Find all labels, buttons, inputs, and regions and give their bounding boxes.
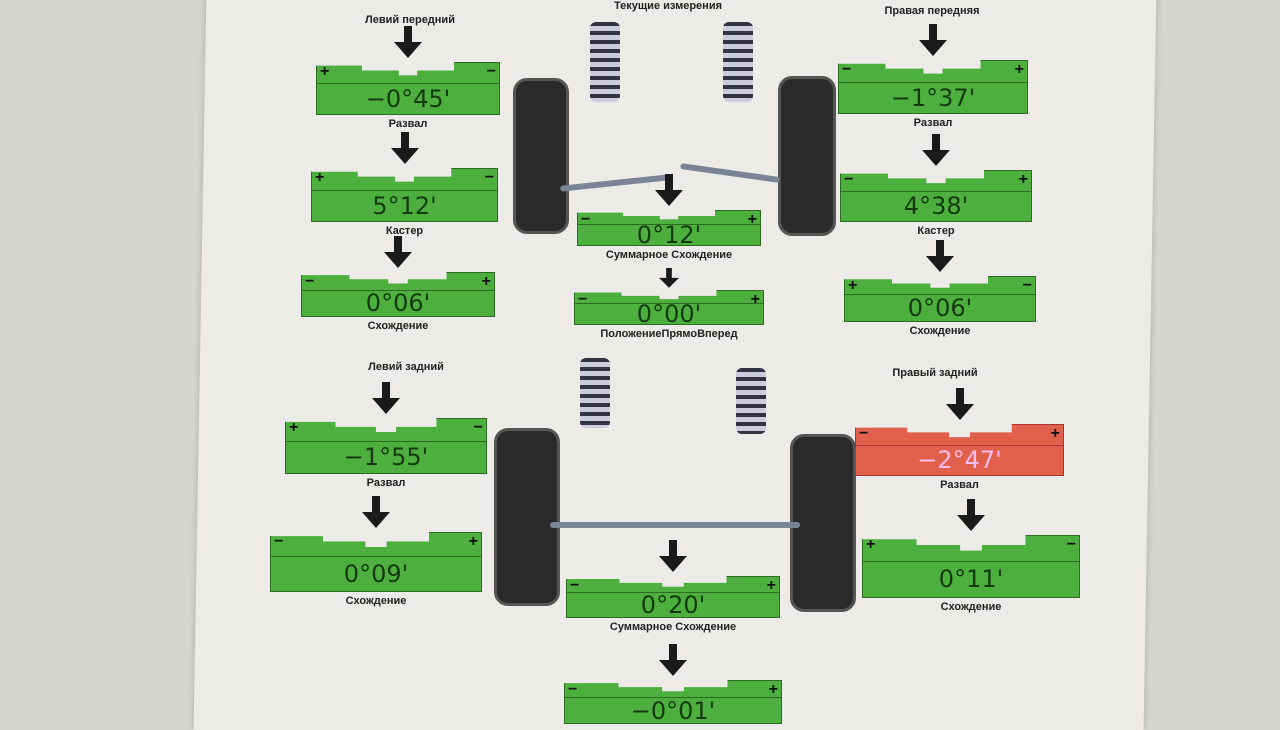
minus-plus-sign-right: + (481, 273, 491, 290)
arrow-down-icon (659, 540, 687, 572)
minus-plus-sign-right: − (1022, 277, 1032, 294)
minus-plus-sign-left: − (578, 291, 588, 308)
gauge-label: Развал (940, 479, 979, 491)
arrow-down-icon (655, 174, 683, 206)
gauge-label: Развал (366, 477, 406, 489)
arrow-down-icon (390, 132, 419, 164)
minus-plus-sign-right: + (1050, 425, 1060, 442)
rf-caster-gauge: − + 4°38' Кастер (840, 134, 1032, 237)
rr-toe-gauge: + − 0°11' Схождение (862, 499, 1080, 613)
front-total-toe-gauge: − + 0°12' Суммарное Схождение (577, 174, 761, 261)
minus-plus-sign-left: − (842, 61, 852, 78)
minus-plus-sign-right: + (750, 291, 760, 308)
rf-camber-gauge: − + −1°37' Развал (838, 24, 1028, 129)
arrow-down-icon (957, 499, 985, 531)
gauge-label: ПоложениеПрямоВперед (600, 328, 738, 340)
gauge-value: 0°09' (270, 556, 482, 592)
arrow-down-icon (384, 236, 412, 268)
minus-plus-sign-right: + (1014, 61, 1024, 78)
minus-plus-sign-left: + (315, 169, 325, 186)
gauge-label: Схождение (940, 601, 1002, 613)
gauge-value: −0°45' (316, 83, 500, 115)
thrust-front-gauge: − + 0°00' ПоложениеПрямоВперед (574, 268, 764, 340)
gauge-label: Схождение (909, 325, 971, 337)
header-left-rear: Левий задний (368, 361, 444, 373)
minus-plus-sign-left: − (568, 681, 578, 698)
header-right-rear: Правый задний (892, 367, 978, 379)
lr-camber-gauge: + − −1°55' Развал (285, 382, 487, 489)
gauge-value: −1°37' (838, 81, 1028, 114)
lf-caster-gauge: + − 5°12' Кастер (311, 132, 498, 237)
gauge-scale (862, 535, 1080, 564)
gauge-value: 0°00' (574, 300, 764, 328)
minus-plus-sign-right: − (484, 169, 494, 186)
minus-plus-sign-right: − (473, 419, 483, 436)
arrow-down-icon (659, 268, 679, 288)
arrow-down-icon (926, 240, 954, 272)
minus-plus-sign-left: + (866, 536, 876, 553)
minus-plus-sign-left: − (570, 577, 580, 594)
arrow-down-icon (945, 388, 974, 420)
minus-plus-sign-right: + (747, 211, 757, 228)
gauge-value: 0°20' (566, 591, 780, 619)
rear-thrust-gauge: − + −0°01' (564, 644, 782, 725)
minus-plus-sign-right: − (1066, 536, 1076, 553)
gauge-label: Суммарное Схождение (609, 621, 737, 633)
minus-plus-sign-left: − (859, 425, 869, 442)
minus-plus-sign-left: + (848, 277, 858, 294)
minus-plus-sign-right: − (486, 63, 496, 80)
arrow-down-icon (362, 496, 390, 528)
front-left-wheel-image (513, 78, 569, 234)
minus-plus-sign-left: − (305, 273, 315, 290)
gauge-label: Кастер (385, 225, 424, 237)
minus-plus-sign-left: − (274, 533, 284, 550)
arrow-down-icon (922, 134, 950, 166)
rear-total-toe-gauge: − + 0°20' Суммарное Схождение (566, 540, 780, 633)
rear-left-wheel-image (494, 428, 560, 606)
gauge-value: 0°06' (844, 294, 1036, 322)
gauge-value: −0°01' (564, 697, 782, 725)
lf-camber-gauge: + − −0°45' Развал (316, 26, 500, 130)
gauge-label: Суммарное Схождение (605, 249, 733, 261)
gauge-value: 0°06' (301, 289, 495, 317)
arrow-down-icon (919, 24, 947, 56)
minus-plus-sign-left: + (320, 63, 330, 80)
minus-plus-sign-left: − (844, 171, 854, 188)
header-left-front: Левий передний (365, 14, 455, 26)
lf-toe-gauge: − + 0°06' Схождение (301, 236, 495, 332)
arrow-down-icon (372, 382, 400, 414)
minus-plus-sign-right: + (766, 577, 776, 594)
gauge-value: −2°47' (855, 444, 1064, 476)
gauge-label: Кастер (917, 225, 955, 237)
gauge-value: −1°55' (285, 440, 487, 474)
minus-plus-sign-left: − (581, 211, 591, 228)
lr-toe-gauge: − + 0°09' Схождение (270, 496, 482, 607)
gauge-label: Развал (913, 117, 953, 129)
gauge-label: Схождение (367, 320, 429, 332)
minus-plus-sign-right: + (468, 533, 478, 550)
arrow-down-icon (394, 26, 422, 58)
minus-plus-sign-right: + (1018, 171, 1028, 188)
rear-left-spring-image (580, 358, 610, 428)
front-right-spring-image (723, 22, 753, 102)
header-current: Текущие измерения (613, 0, 723, 12)
gauge-label: Развал (388, 118, 428, 130)
rear-axle-image (550, 522, 800, 528)
header-right-front: Правая передняя (884, 5, 980, 17)
arrow-down-icon (659, 644, 687, 676)
gauge-value: 0°12' (577, 221, 761, 249)
front-right-wheel-image (778, 76, 836, 236)
rear-right-wheel-image (790, 434, 856, 612)
rr-camber-gauge: − + −2°47' Развал (855, 388, 1064, 491)
minus-plus-sign-right: + (768, 681, 778, 698)
gauge-value: 5°12' (311, 189, 498, 222)
rear-right-spring-image (736, 368, 766, 434)
minus-plus-sign-left: + (289, 419, 299, 436)
rf-toe-gauge: + − 0°06' Схождение (844, 240, 1036, 337)
front-left-spring-image (590, 22, 620, 102)
gauge-label: Схождение (345, 595, 407, 607)
gauge-scale (270, 532, 482, 560)
gauge-value: 0°11' (862, 560, 1080, 598)
gauge-value: 4°38' (840, 190, 1032, 222)
